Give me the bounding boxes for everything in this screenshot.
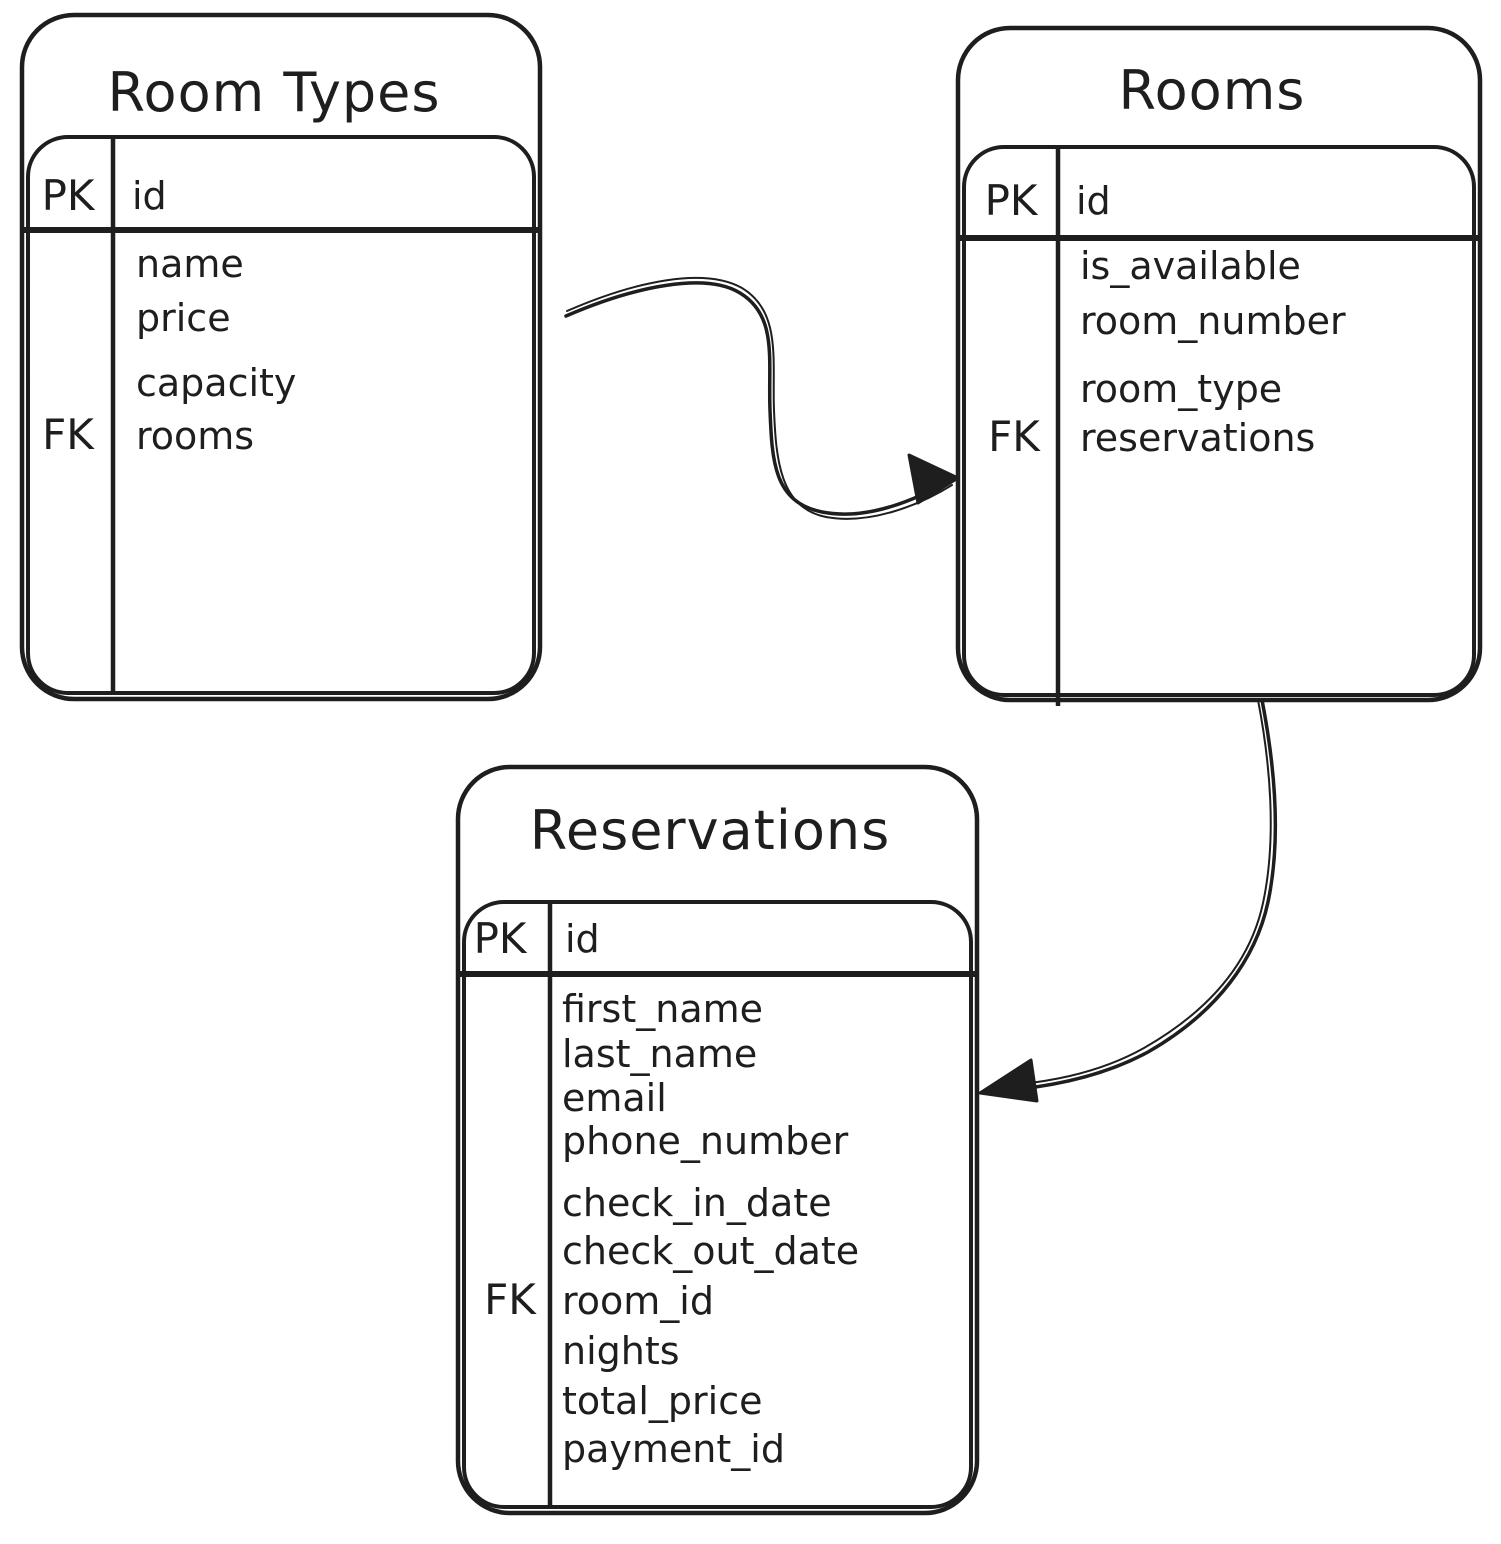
field-label: payment_id — [562, 1427, 785, 1471]
relation-line — [996, 698, 1278, 1093]
field-label: name — [136, 242, 244, 286]
field-label: room_id — [562, 1279, 714, 1323]
fk-label: FK — [42, 410, 95, 459]
relation-room-types-to-rooms[interactable] — [564, 277, 960, 520]
fk-label: FK — [988, 412, 1041, 461]
entity-room-types[interactable]: Room Types PK id FK name price capacity … — [19, 12, 543, 702]
entity-outline — [19, 12, 543, 702]
field-label: price — [136, 296, 231, 340]
field-label: capacity — [136, 361, 296, 405]
fk-label: FK — [484, 1275, 537, 1324]
entity-header-box — [462, 900, 973, 1509]
arrowhead-icon — [907, 453, 960, 505]
entity-outline — [455, 764, 980, 1516]
field-label: first_name — [562, 987, 763, 1031]
field-label: last_name — [562, 1032, 757, 1076]
field-label: phone_number — [562, 1119, 849, 1163]
pk-label: PK — [474, 914, 528, 963]
field-label: rooms — [136, 414, 254, 458]
entity-header-box — [26, 135, 536, 695]
relation-line — [564, 281, 952, 516]
arrowhead-icon — [978, 1058, 1039, 1103]
pk-label: PK — [42, 171, 96, 220]
entity-header-box — [962, 145, 1476, 697]
field-label: check_in_date — [562, 1181, 832, 1225]
field-label: is_available — [1080, 244, 1301, 288]
pk-field: id — [132, 174, 167, 218]
field-label: check_out_date — [562, 1229, 859, 1273]
pk-field: id — [1076, 179, 1111, 223]
relation-line-sketch — [999, 699, 1272, 1087]
entity-title: Reservations — [530, 799, 891, 862]
relation-rooms-to-reservations[interactable] — [978, 698, 1278, 1103]
entity-rooms[interactable]: Rooms PK id FK is_available room_number … — [955, 25, 1483, 706]
entity-reservations[interactable]: Reservations PK id FK first_name last_na… — [455, 764, 980, 1516]
field-label: total_price — [562, 1379, 762, 1423]
pk-field: id — [565, 917, 600, 961]
entity-title: Rooms — [1119, 59, 1306, 122]
entity-outline — [955, 25, 1483, 703]
field-label: room_number — [1080, 299, 1346, 343]
field-label: email — [562, 1076, 667, 1120]
relation-line-sketch — [566, 277, 953, 520]
entity-title: Room Types — [107, 61, 440, 124]
field-label: room_type — [1080, 367, 1282, 411]
pk-label: PK — [985, 176, 1039, 225]
field-label: reservations — [1080, 416, 1315, 460]
field-label: nights — [562, 1329, 680, 1373]
